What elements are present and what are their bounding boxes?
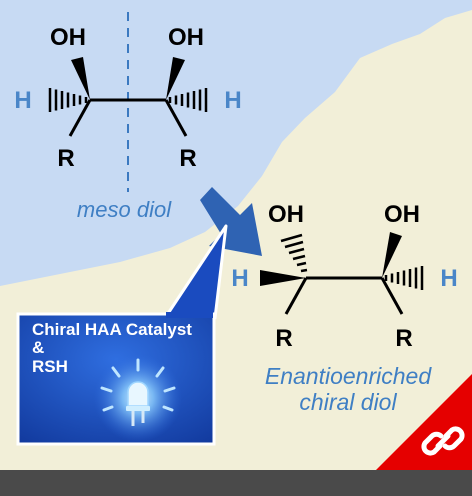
link-badge[interactable] — [376, 374, 472, 470]
catalyst-line1: Chiral HAA Catalyst — [32, 320, 192, 339]
meso-h-left-label: H — [14, 87, 31, 114]
meso-r-right-label: R — [179, 145, 196, 172]
product-oh-right-label: OH — [384, 201, 420, 228]
product-hash-h-right — [384, 266, 424, 290]
product-h-left-label: H — [231, 265, 248, 292]
product-wedge-oh-right — [382, 232, 402, 278]
product-diol-structure: OH OH H H R R — [231, 201, 457, 352]
meso-oh-right-label: OH — [168, 24, 204, 51]
meso-diol-caption: meso diol — [77, 197, 172, 222]
meso-hash-right — [168, 88, 208, 112]
meso-hash-left — [48, 88, 88, 112]
meso-r-left-label: R — [57, 145, 74, 172]
meso-oh-left-label: OH — [50, 24, 86, 51]
product-wedge-h-left — [260, 270, 306, 286]
product-r-left-label: R — [275, 325, 292, 352]
meso-diol-structure: OH OH H H R R — [14, 12, 242, 192]
catalyst-line2: & — [32, 338, 44, 357]
chain-link-icon[interactable] — [418, 416, 468, 466]
meso-bond-r-right — [164, 99, 188, 137]
meso-bond-r-left — [68, 99, 92, 137]
reaction-arrow — [200, 187, 262, 256]
catalyst-line3: RSH — [32, 357, 68, 376]
catalyst-pointer-seam — [166, 312, 213, 318]
meso-wedge-left — [71, 57, 90, 100]
led-bulb-icon — [94, 354, 182, 442]
product-bond-r-left — [284, 277, 308, 315]
product-oh-left-label: OH — [268, 201, 304, 228]
product-bond-r-right — [380, 277, 404, 315]
meso-h-right-label: H — [224, 87, 241, 114]
bottom-bar — [0, 470, 472, 496]
meso-wedge-right — [166, 57, 185, 100]
product-h-right-label: H — [440, 265, 457, 292]
product-r-right-label: R — [395, 325, 412, 352]
product-hash-oh-left — [280, 233, 308, 273]
